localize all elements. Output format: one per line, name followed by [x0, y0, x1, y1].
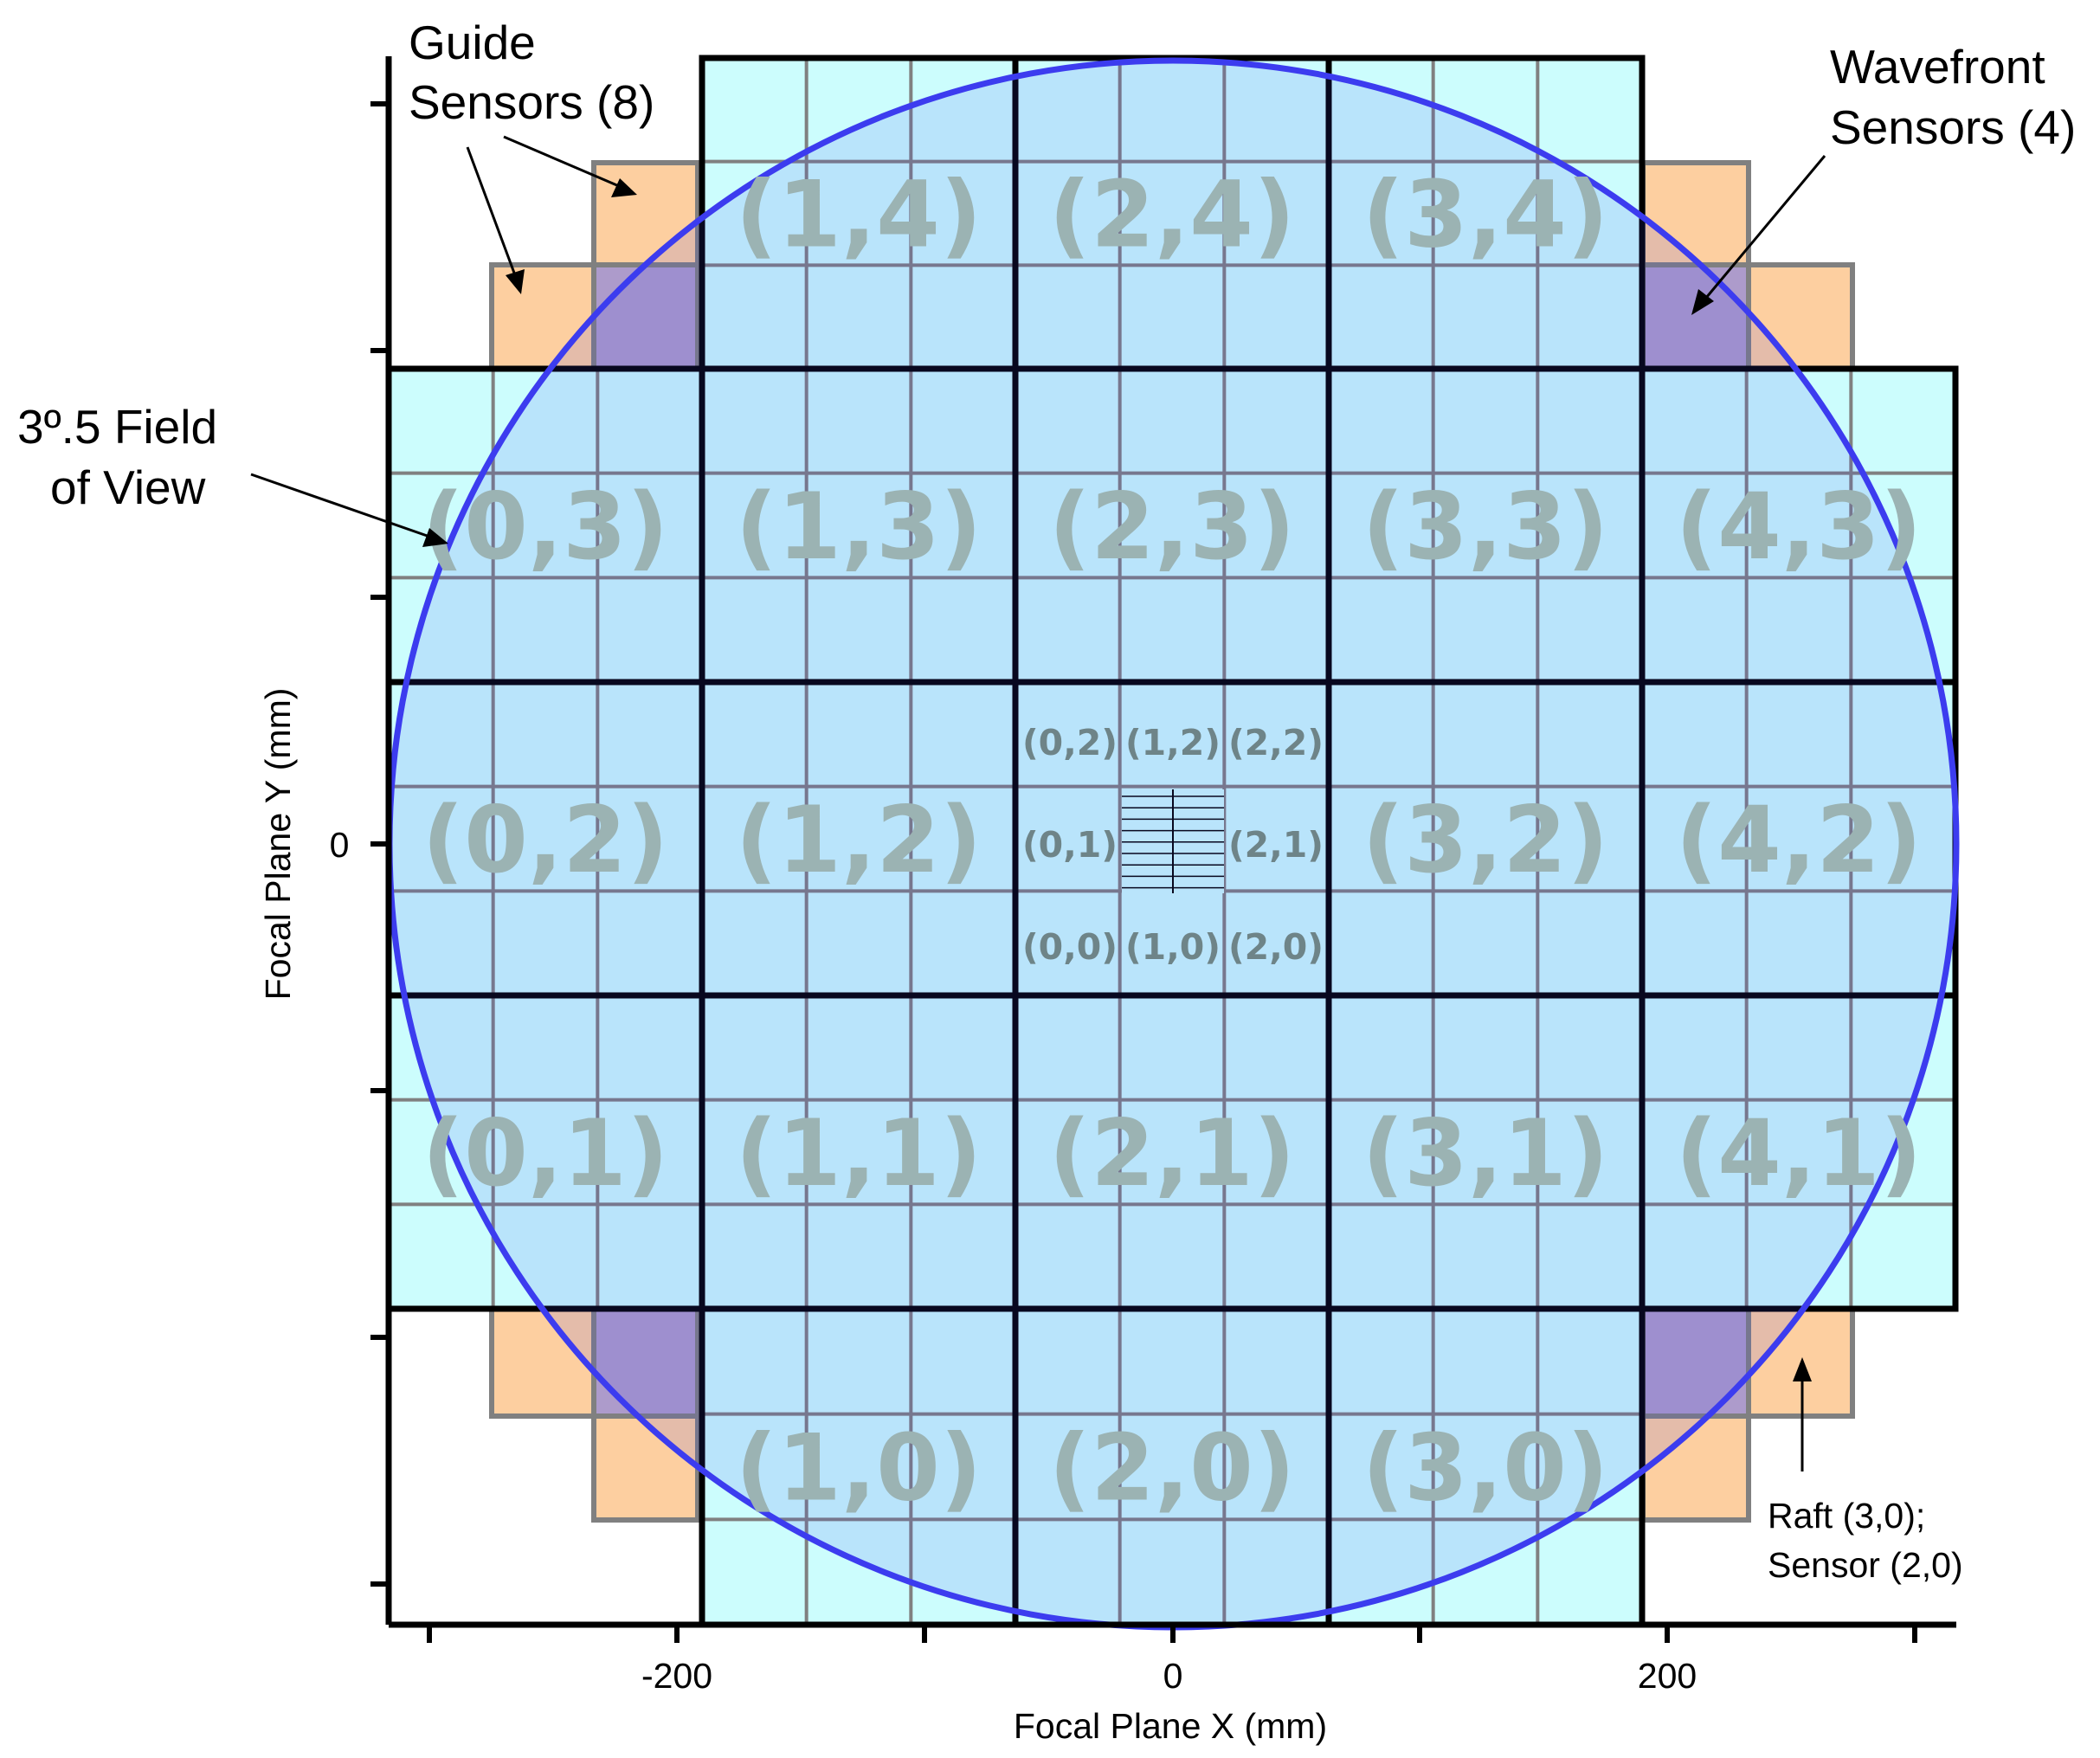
raft-label: (2,1) — [1049, 1100, 1296, 1207]
wavefront-sensors-annotation: Wavefront Sensors (4) — [1691, 40, 2076, 315]
guide-arrow-upper — [503, 135, 626, 190]
raft-label: (1,0) — [736, 1415, 982, 1522]
center-sensor-label: (2,1) — [1228, 824, 1324, 866]
raft-label: (3,2) — [1362, 787, 1609, 893]
guide-label-line1: Guide — [409, 16, 536, 69]
raft-label: (0,1) — [422, 1100, 669, 1207]
x-tick-label-neg200: -200 — [641, 1656, 712, 1696]
guide-arrow-lower-head — [506, 269, 525, 294]
fov-arrow — [250, 473, 435, 540]
raft-border — [1012, 679, 1332, 999]
raft-fill — [702, 682, 1015, 995]
center-sensor-label: (0,0) — [1022, 926, 1118, 968]
raft-label: (0,2) — [422, 787, 669, 893]
axis-ticks — [370, 101, 1917, 1643]
wavefront-sensor — [591, 1306, 700, 1419]
x-tick-label-200: 200 — [1638, 1656, 1697, 1696]
raft-sensor-label-line1: Raft (3,0); — [1768, 1496, 1925, 1536]
fov-label-line2: of View — [50, 460, 206, 514]
guide-sensor — [1640, 160, 1751, 267]
raft-fill — [1329, 1309, 1642, 1625]
raft-label: (3,3) — [1362, 473, 1609, 580]
raft-label: (4,1) — [1676, 1100, 1923, 1207]
fov-label-line1: 3º.5 Field — [17, 400, 217, 454]
raft-fill — [702, 1309, 1015, 1625]
wavefront-label-line2: Sensors (4) — [1830, 100, 2076, 154]
raft-label: (3,4) — [1362, 162, 1609, 268]
raft-label: (2,0) — [1049, 1415, 1296, 1522]
fov-arrow-head — [422, 528, 448, 547]
raft-label: (3,0) — [1362, 1415, 1609, 1522]
raft-label: (4,2) — [1676, 787, 1923, 893]
raft-fill — [389, 369, 702, 682]
raft-label: (2,3) — [1049, 473, 1296, 580]
raft-fill — [702, 369, 1015, 682]
wavefront-arrow-head — [1691, 289, 1714, 315]
center-sensor-label: (0,1) — [1022, 824, 1118, 866]
raft-label: (2,4) — [1049, 162, 1296, 268]
center-sensor-label: (1,2) — [1125, 722, 1221, 763]
guide-arrow-upper-head — [611, 178, 637, 197]
center-sensor-label: (0,2) — [1022, 722, 1118, 763]
raft-fill — [1642, 369, 1955, 682]
axes: -200 0 200 0 Focal Plane X (mm) Focal Pl… — [258, 56, 1956, 1746]
raft-fill — [1329, 369, 1642, 682]
sensor-label-layer: (0,2)(1,2)(2,2) (0,1) (2,1) (0,0)(1,0)(2,0) — [1022, 722, 1324, 968]
raft-label: (3,1) — [1362, 1100, 1609, 1207]
guide-sensor — [489, 1306, 596, 1419]
raft-label: (1,1) — [736, 1100, 982, 1207]
raft-label: (1,4) — [736, 162, 982, 268]
raft-sensor-arrow-head — [1793, 1357, 1812, 1381]
raft-fill-layer — [389, 58, 1955, 1625]
raft-fill — [1329, 995, 1642, 1309]
raft-sensor-label-line2: Sensor (2,0) — [1768, 1545, 1963, 1585]
sensor-grid-layer — [389, 58, 1955, 1625]
raft-label: (0,3) — [422, 473, 669, 580]
raft-fill — [1015, 58, 1329, 369]
center-raft-detail — [1122, 789, 1224, 893]
guide-sensor — [591, 1413, 700, 1523]
raft-fill — [1015, 369, 1329, 682]
raft-border — [1639, 992, 1959, 1312]
guide-label-line2: Sensors (8) — [409, 75, 654, 129]
raft-fill — [1642, 682, 1955, 995]
raft-fill — [702, 58, 1015, 369]
center-sensor-label: (2,0) — [1228, 926, 1324, 968]
wavefront-label-line1: Wavefront — [1830, 40, 2045, 93]
x-tick-label-0: 0 — [1163, 1656, 1183, 1696]
raft-fill — [389, 682, 702, 995]
raft-label: (1,2) — [736, 787, 982, 893]
guide-arrow-lower — [466, 146, 519, 283]
wavefront-arrow — [1700, 155, 1826, 304]
raft-fill — [1642, 995, 1955, 1309]
center-sensor-label: (1,0) — [1125, 926, 1221, 968]
raft-fill — [1329, 58, 1642, 369]
raft-sensor-annotation: Raft (3,0); Sensor (2,0) — [1768, 1357, 1963, 1585]
raft-label-layer: (1,4) (2,4) (3,4) (0,3) (1,3) (2,3) (3,3) (4,3)… — [422, 162, 1923, 1522]
x-axis-title: Focal Plane X (mm) — [1014, 1706, 1327, 1746]
raft-label: (4,3) — [1676, 473, 1923, 580]
fov-annotation: 3º.5 Field of View — [17, 400, 448, 547]
raft-fill — [1329, 682, 1642, 995]
guide-sensors-annotation: Guide Sensors (8) — [409, 16, 654, 294]
y-tick-label-0: 0 — [330, 825, 350, 865]
raft-border-layer — [385, 55, 1959, 1628]
raft-label: (1,3) — [736, 473, 982, 580]
wavefront-sensor — [1640, 1306, 1751, 1419]
raft-fill — [389, 995, 702, 1309]
raft-fill — [702, 995, 1015, 1309]
y-axis-title: Focal Plane Y (mm) — [258, 688, 298, 1001]
center-sensor-label: (2,2) — [1228, 722, 1324, 763]
raft-fill — [1015, 1309, 1329, 1625]
raft-fill — [1015, 995, 1329, 1309]
guide-sensor — [1640, 1413, 1751, 1523]
